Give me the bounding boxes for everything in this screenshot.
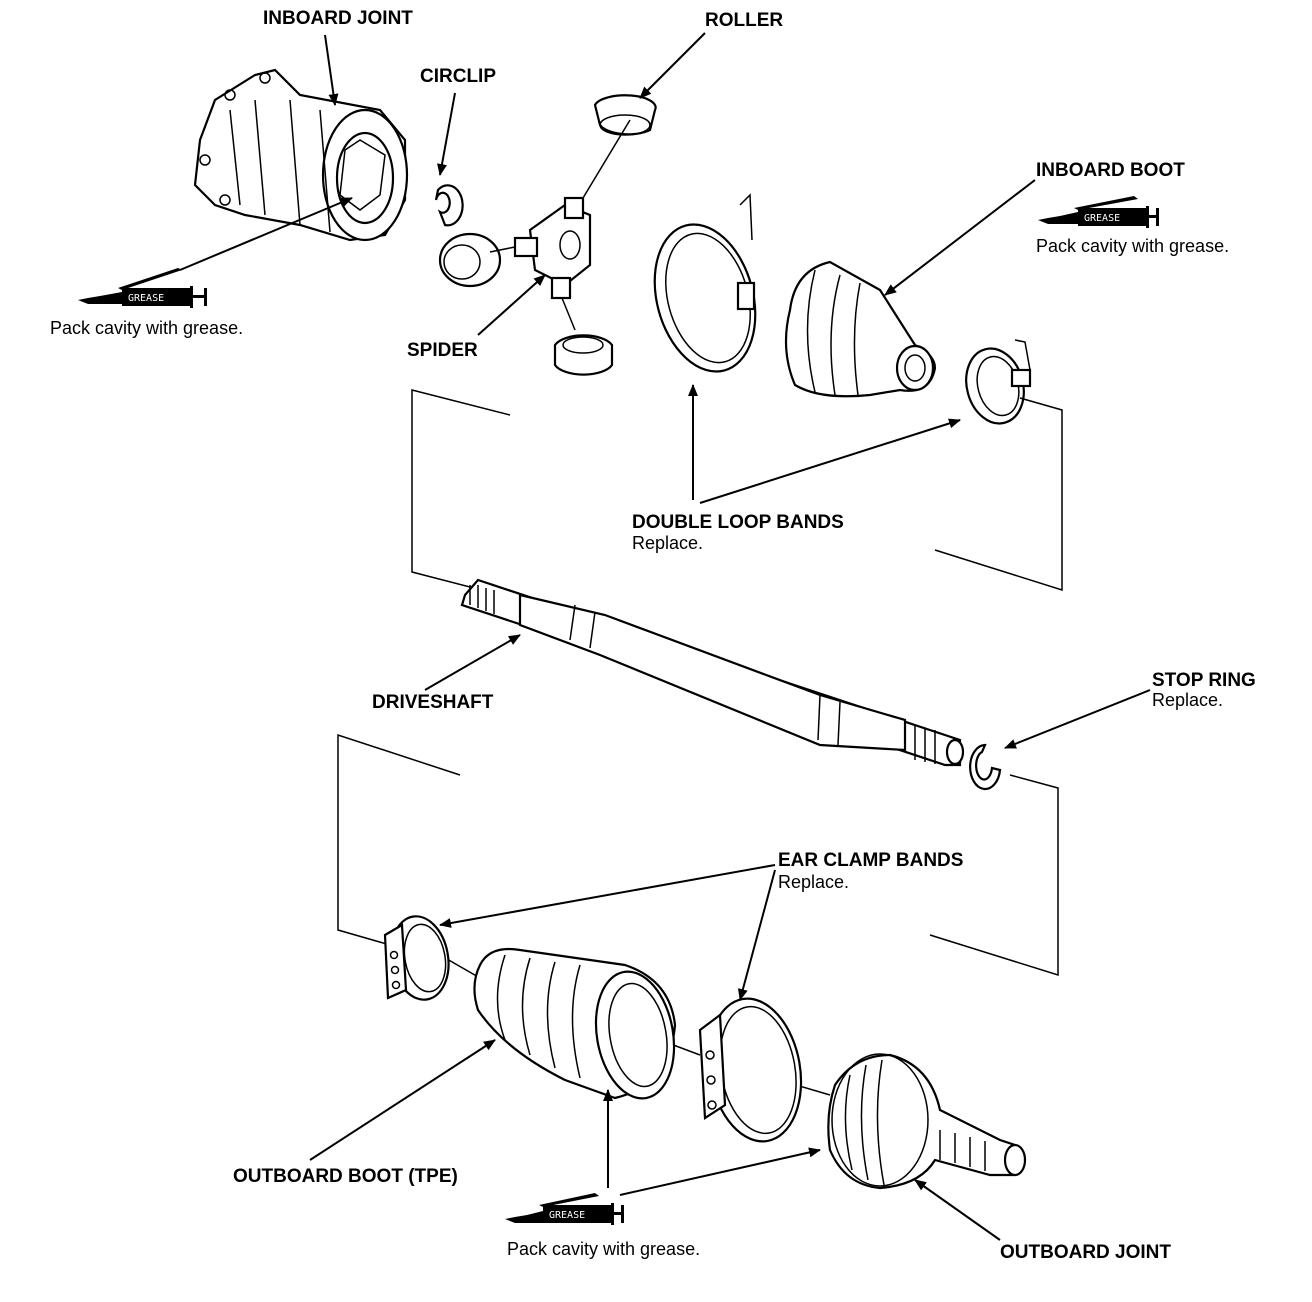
grease-tube-icon: GREASE xyxy=(1038,196,1159,228)
outboard-grease-note: Pack cavity with grease. xyxy=(507,1239,700,1259)
grease-tube-icon: GREASE xyxy=(78,268,207,308)
lower-axis-guide xyxy=(337,733,1059,1096)
stop-ring-label: STOP RING xyxy=(1152,670,1256,691)
stop-ring-note: Replace. xyxy=(1152,690,1223,710)
circlip-label: CIRCLIP xyxy=(420,66,496,87)
roller-part xyxy=(593,94,657,136)
inboard-boot-part xyxy=(784,260,937,398)
ear-clamp-bands-label: EAR CLAMP BANDS xyxy=(778,850,963,871)
double-loop-band-small-part xyxy=(965,339,1032,425)
outboard-joint-label: OUTBOARD JOINT xyxy=(1000,1242,1171,1263)
grease-tube-label: GREASE xyxy=(1084,213,1120,224)
outboard-boot-part xyxy=(473,947,677,1100)
inboard-joint-label: INBOARD JOINT xyxy=(263,8,413,29)
grease-tube-label: GREASE xyxy=(128,293,164,304)
upper-axis-guide xyxy=(411,389,1063,601)
outboard-boot-label: OUTBOARD BOOT (TPE) xyxy=(233,1166,458,1187)
inboard-joint-grease-note: Pack cavity with grease. xyxy=(50,318,243,338)
grease-tube-label: GREASE xyxy=(549,1210,585,1221)
driveshaft-part xyxy=(460,578,965,767)
driveshaft-label: DRIVESHAFT xyxy=(372,692,494,713)
spider-label: SPIDER xyxy=(407,340,478,361)
double-loop-band-large-part xyxy=(653,193,757,373)
roller-left-part xyxy=(438,232,502,288)
double-loop-bands-label: DOUBLE LOOP BANDS xyxy=(632,512,844,533)
ear-clamp-bands-note: Replace. xyxy=(778,872,849,892)
double-loop-bands-note: Replace. xyxy=(632,533,703,553)
ear-clamp-band-small-part xyxy=(383,915,450,1001)
roller-label: ROLLER xyxy=(705,10,783,31)
spider-part xyxy=(489,119,631,331)
inboard-joint-part xyxy=(193,68,409,242)
leader-lines xyxy=(179,32,1151,1241)
stop-ring-part xyxy=(969,743,1002,791)
circlip-part xyxy=(434,184,464,227)
outboard-joint-part xyxy=(827,1053,1027,1190)
grease-tube-icon: GREASE xyxy=(505,1193,624,1225)
roller-bottom-part xyxy=(553,334,614,376)
ear-clamp-band-large-part xyxy=(698,997,803,1143)
inboard-boot-label: INBOARD BOOT xyxy=(1036,160,1185,181)
inboard-boot-grease-note: Pack cavity with grease. xyxy=(1036,236,1229,256)
